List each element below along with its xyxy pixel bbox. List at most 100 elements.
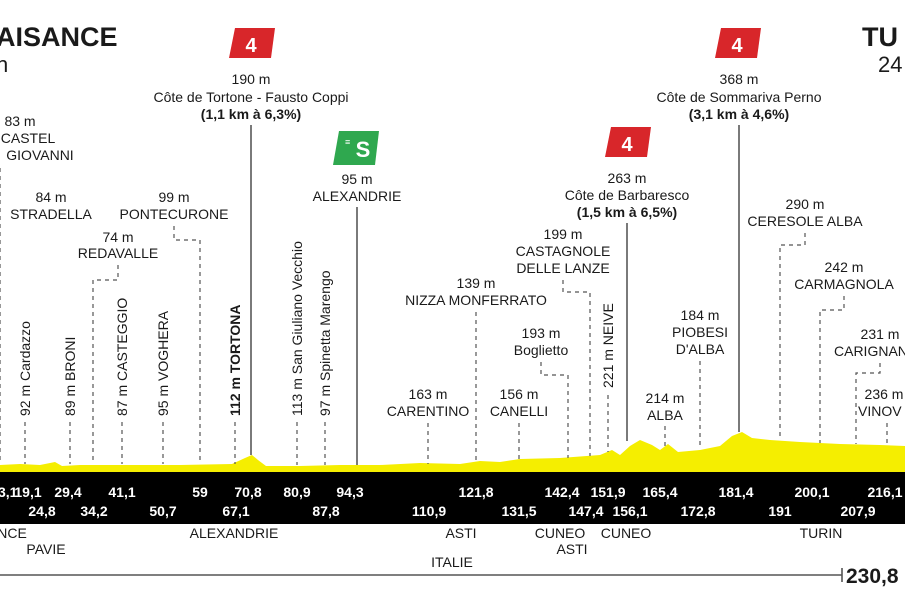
svg-text:199 m: 199 m [544, 226, 583, 242]
sprint-name: ALEXANDRIE [313, 188, 402, 204]
km-marker: 147,4 [568, 503, 603, 519]
place-label: 156 m CANELLI [490, 386, 548, 460]
svg-text:214 m: 214 m [646, 390, 685, 406]
svg-text:CANELLI: CANELLI [490, 403, 548, 419]
km-marker: 50,7 [149, 503, 176, 519]
km-marker: 191 [768, 503, 792, 519]
vertical-place-label: 92 m Cardazzo [17, 321, 33, 464]
km-marker: 156,1 [612, 503, 647, 519]
svg-text:113 m San Giuliano Vecchio: 113 m San Giuliano Vecchio [289, 241, 305, 416]
place-label: 290 m CERESOLE ALBA [747, 196, 863, 440]
km-marker: 34,2 [80, 503, 107, 519]
svg-text:221 m NEIVE: 221 m NEIVE [600, 303, 616, 388]
place-label: 214 m ALBA [646, 390, 685, 448]
place-label: 83 m CASTEL GIOVANNI [0, 113, 74, 464]
svg-text:CERESOLE ALBA: CERESOLE ALBA [747, 213, 863, 229]
region-label: CUNEO [535, 525, 586, 541]
km-marker: 67,1 [222, 503, 249, 519]
km-marker: 142,4 [544, 484, 579, 500]
climb-flag: 4 [229, 28, 275, 58]
svg-text:≡: ≡ [345, 137, 350, 147]
km-marker: 19,1 [14, 484, 41, 500]
svg-text:Boglietto: Boglietto [514, 342, 569, 358]
km-marker: 200,1 [794, 484, 829, 500]
svg-text:156 m: 156 m [500, 386, 539, 402]
svg-text:89 m BRONI: 89 m BRONI [62, 337, 78, 416]
svg-text:92 m Cardazzo: 92 m Cardazzo [17, 321, 33, 416]
km-marker: 131,5 [501, 503, 536, 519]
region-label: ASTI [556, 541, 587, 557]
svg-text:CASTEL: CASTEL [1, 130, 56, 146]
place-label: 231 m CARIGNAN [834, 326, 905, 444]
km-marker: 80,9 [283, 484, 310, 500]
km-marker: 94,3 [336, 484, 363, 500]
distance-band [0, 472, 905, 524]
climb-category: 4 [621, 134, 633, 156]
km-marker: 172,8 [680, 503, 715, 519]
km-marker: 151,9 [590, 484, 625, 500]
place-label: 236 m VINOV [858, 386, 903, 445]
elevation-profile [0, 432, 905, 472]
svg-text:163 m: 163 m [409, 386, 448, 402]
svg-text:DELLE LANZE: DELLE LANZE [516, 260, 609, 276]
climb-detail: (3,1 km à 4,6%) [689, 106, 789, 122]
region-label: ALEXANDRIE [190, 525, 279, 541]
region-label: CUNEO [601, 525, 652, 541]
place-label: 163 m CARENTINO [387, 386, 470, 464]
place-label: 99 m PONTECURONE [120, 189, 228, 464]
svg-text:87 m CASTEGGIO: 87 m CASTEGGIO [114, 298, 130, 416]
climb-flag: 4 [715, 28, 761, 58]
climb-category: 4 [245, 35, 257, 57]
svg-text:193 m: 193 m [522, 325, 561, 341]
place-label: 242 m CARMAGNOLA [794, 259, 894, 443]
sprint-icon: S [356, 137, 371, 162]
finish-town: TU [862, 22, 898, 52]
svg-text:242 m: 242 m [825, 259, 864, 275]
svg-text:PIOBESI: PIOBESI [672, 324, 728, 340]
climb-category: 4 [731, 35, 743, 57]
svg-text:ALBA: ALBA [647, 407, 683, 423]
svg-text:CASTAGNOLE: CASTAGNOLE [516, 243, 611, 259]
climb-detail: (1,1 km à 6,3%) [201, 106, 301, 122]
vertical-place-label: 97 m Spinetta Marengo [317, 270, 333, 465]
total-distance: 230,8 [846, 565, 899, 588]
km-marker: 165,4 [642, 484, 677, 500]
country-label: ITALIE [431, 554, 473, 570]
finish-subtitle: 24 [878, 52, 902, 77]
svg-text:CARIGNAN: CARIGNAN [834, 343, 905, 359]
svg-text:139 m: 139 m [457, 275, 496, 291]
km-marker: 41,1 [108, 484, 135, 500]
svg-text:NIZZA MONFERRATO: NIZZA MONFERRATO [405, 292, 547, 308]
start-town: AISANCE [0, 22, 118, 52]
km-marker: 121,8 [458, 484, 493, 500]
sprint-altitude: 95 m [341, 171, 372, 187]
svg-text:GIOVANNI: GIOVANNI [6, 147, 73, 163]
vertical-place-label: 89 m BRONI [62, 337, 78, 464]
place-label: 84 m STRADELLA [10, 189, 92, 222]
vertical-place-label: 87 m CASTEGGIO [114, 298, 130, 464]
km-marker: 59 [192, 484, 208, 500]
svg-text:184 m: 184 m [681, 307, 720, 323]
place-label: 139 m NIZZA MONFERRATO [405, 275, 547, 462]
svg-text:CARENTINO: CARENTINO [387, 403, 470, 419]
vertical-place-label: 221 m NEIVE [600, 303, 616, 452]
climb-altitude: 263 m [608, 170, 647, 186]
climb-altitude: 368 m [720, 71, 759, 87]
region-label: NCE [0, 525, 27, 541]
climb-name: Côte de Barbaresco [565, 187, 690, 203]
start-subtitle: n [0, 52, 8, 77]
svg-text:74 m: 74 m [102, 229, 133, 245]
svg-text:290 m: 290 m [786, 196, 825, 212]
svg-text:236 m: 236 m [865, 386, 904, 402]
vertical-place-label: 112 m TORTONA [227, 304, 243, 464]
km-marker: 216,1 [867, 484, 902, 500]
km-edge: 3,1 [0, 484, 18, 500]
svg-text:83 m: 83 m [4, 113, 35, 129]
place-label: 184 m PIOBESI D'ALBA [672, 307, 728, 449]
vertical-place-label: 113 m San Giuliano Vecchio [289, 241, 305, 465]
svg-text:VINOV: VINOV [858, 403, 902, 419]
climb-detail: (1,5 km à 6,5%) [577, 204, 677, 220]
svg-text:84 m: 84 m [35, 189, 66, 205]
place-label: 199 m CASTAGNOLE DELLE LANZE [516, 226, 611, 456]
